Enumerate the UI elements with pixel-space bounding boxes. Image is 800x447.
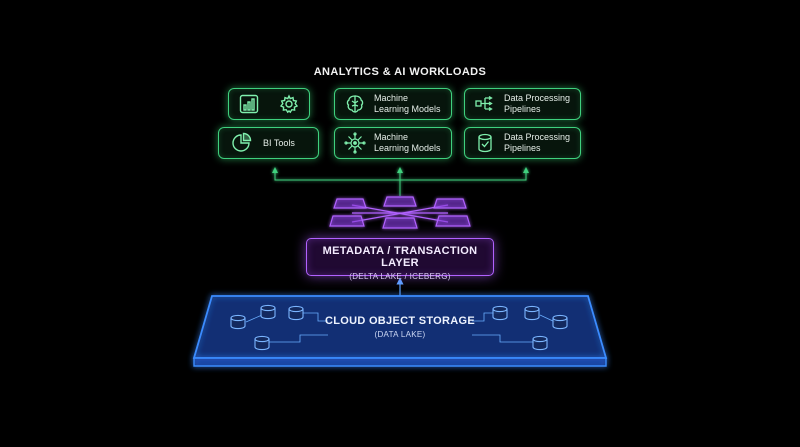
pipelines-label-line1: Data Processing: [504, 93, 571, 103]
storage-database-icon: [524, 305, 540, 321]
bi-tools-label: BI Tools: [263, 137, 295, 148]
metadata-layer-title: METADATA / TRANSACTION LAYER: [322, 245, 478, 269]
ml-models-2-label-line2: Learning Models: [374, 143, 441, 153]
storage-database-icon: [492, 305, 508, 321]
pipelines-2-label-line1: Data Processing: [504, 132, 571, 142]
storage-connectors: [245, 312, 556, 343]
workload-card-data-pipelines-2[interactable]: Data Processing Pipelines: [464, 127, 581, 159]
workload-card-ml-models-1[interactable]: Machine Learning Models: [334, 88, 452, 120]
bar-chart-icon: [239, 94, 259, 114]
storage-database-icon: [260, 304, 276, 320]
network-brain-icon: [344, 132, 366, 154]
storage-subtitle: (DATA LAKE): [374, 330, 426, 339]
workload-card-ml-models-2[interactable]: Machine Learning Models: [334, 127, 452, 159]
workload-card-bi-tools[interactable]: BI Tools: [218, 127, 319, 159]
storage-database-icon: [254, 335, 270, 351]
pipelines-2-label-line2: Pipelines: [504, 143, 541, 153]
ml-models-2-label-line1: Machine: [374, 132, 409, 142]
ml-models-label-line2: Learning Models: [374, 104, 441, 114]
storage-database-icon: [288, 305, 304, 321]
storage-database-icon: [552, 314, 568, 330]
pipeline-flow-icon: [475, 95, 493, 112]
storage-title: CLOUD OBJECT STORAGE: [324, 315, 476, 327]
storage-database-icon: [230, 314, 246, 330]
brain-icon: [346, 95, 364, 113]
database-check-icon: [478, 133, 492, 153]
ml-models-label-line1: Machine: [374, 93, 409, 103]
metadata-layer-subtitle: (DELTA LAKE / ICEBERG): [349, 272, 451, 281]
workloads-title: ANALYTICS & AI WORKLOADS: [313, 66, 487, 78]
workload-connectors: [272, 167, 529, 196]
gear-icon: [279, 94, 299, 114]
storage-database-icons: [230, 304, 568, 351]
pie-chart-icon: [232, 132, 252, 152]
storage-database-icon: [532, 335, 548, 351]
workload-card-analytics-settings[interactable]: [228, 88, 310, 120]
pipelines-label-line2: Pipelines: [504, 104, 541, 114]
workload-card-data-pipelines-1[interactable]: Data Processing Pipelines: [464, 88, 581, 120]
metadata-layer-box[interactable]: METADATA / TRANSACTION LAYER (DELTA LAKE…: [306, 238, 494, 281]
metadata-block-grid: [329, 196, 471, 229]
